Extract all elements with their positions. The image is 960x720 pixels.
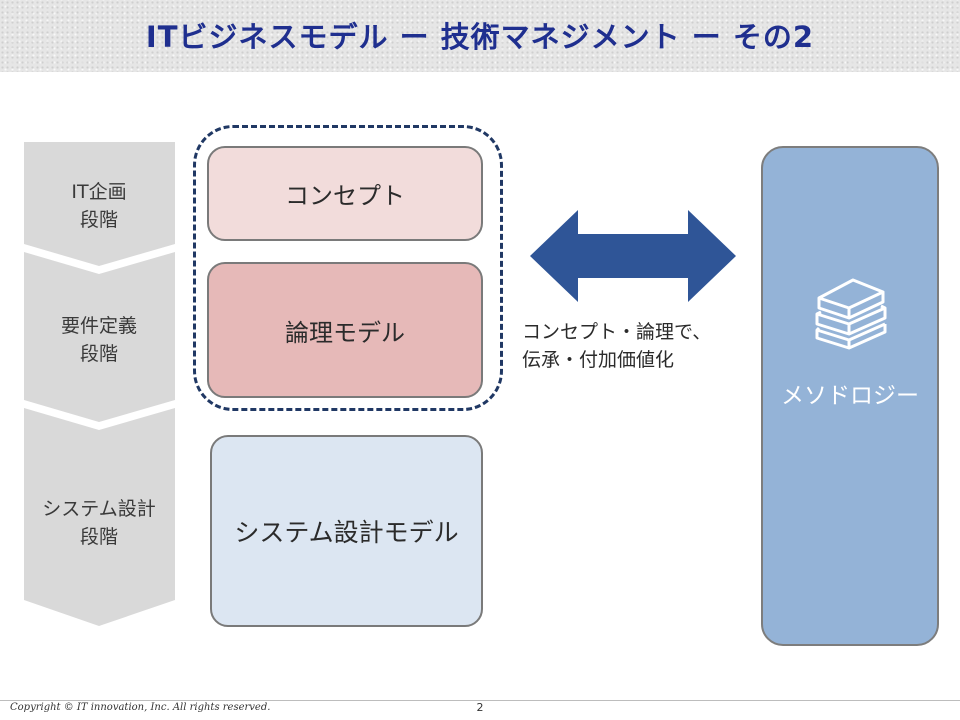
phase-label-line2: 段階	[79, 343, 118, 365]
slide-title: ITビジネスモデル ー 技術マネジメント ー その2	[145, 20, 815, 54]
arrow-caption-line1: コンセプト・論理で、	[522, 321, 712, 343]
phase-chevron-system-design	[24, 408, 175, 626]
methodology-label: メソドロジー	[781, 383, 919, 409]
arrow-caption: コンセプト・論理で、 伝承・付加価値化	[522, 318, 762, 374]
double-arrow-icon	[530, 210, 736, 302]
phase-chevron-requirements	[24, 252, 175, 422]
system-design-model-box: システム設計モデル	[210, 435, 483, 627]
books-icon	[815, 278, 887, 350]
phase-label-line1: IT企画	[71, 181, 127, 203]
phase-label-line1: 要件定義	[60, 315, 137, 337]
page-number: 2	[476, 701, 484, 714]
title-bar: ITビジネスモデル ー 技術マネジメント ー その2	[0, 0, 960, 72]
concept-label: コンセプト	[285, 182, 405, 210]
phase-chevrons	[24, 142, 175, 626]
phase-label-line2: 段階	[79, 526, 118, 548]
phase-chevron-it-planning	[24, 142, 175, 266]
methodology-box	[761, 146, 939, 646]
copyright-notice: Copyright © IT innovation, Inc. All righ…	[10, 702, 271, 713]
concept-box: コンセプト	[207, 146, 483, 241]
arrow-caption-line2: 伝承・付加価値化	[522, 349, 675, 371]
phase-label-requirements: 要件定義 段階	[24, 312, 174, 368]
phase-label-it-planning: IT企画 段階	[24, 178, 174, 234]
logical-model-label: 論理モデル	[285, 318, 405, 347]
system-design-model-label: システム設計モデル	[234, 518, 459, 547]
logical-model-box: 論理モデル	[207, 262, 483, 398]
phase-label-line2: 段階	[79, 209, 118, 231]
concept-logical-group	[193, 125, 503, 411]
phase-label-system-design: システム設計 段階	[24, 495, 174, 551]
footer-divider	[0, 700, 960, 701]
phase-label-line1: システム設計	[42, 498, 156, 520]
